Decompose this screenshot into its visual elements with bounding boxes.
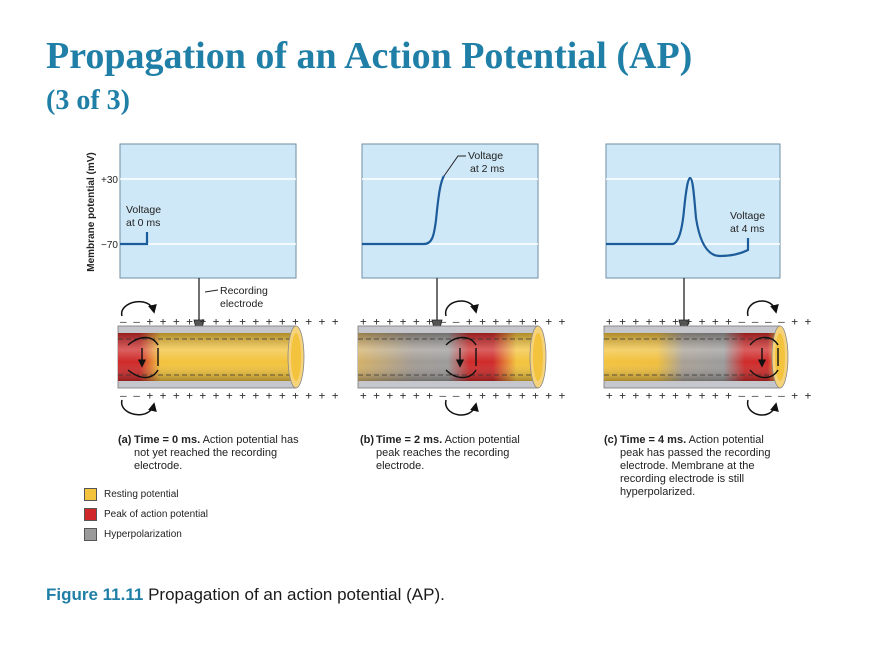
panel-c-letter: (c) xyxy=(604,434,618,446)
panel-a-heading: Time = 0 ms. xyxy=(134,434,201,446)
bottom-charges-b: + + + + + + — — + + + + + + + + xyxy=(360,389,566,402)
outer-current-top-a xyxy=(121,300,157,317)
voltage-label-b: Voltage at 2 ms xyxy=(468,150,506,175)
graph-a-background xyxy=(119,143,297,279)
panel-a-letter: (a) xyxy=(118,434,132,446)
legend-item-hyperpolarization: Hyperpolarization xyxy=(84,524,208,544)
panel-b-heading: Time = 2 ms. xyxy=(376,434,443,446)
panel-b-letter: (b) xyxy=(360,434,375,446)
panel-a-description: (a)Time = 0 ms. Action potential has not… xyxy=(118,434,323,473)
axon-end-inner-a xyxy=(291,333,301,381)
legend-label-peak: Peak of action potential xyxy=(104,508,208,520)
panel-a-desc-first: Action potential has xyxy=(202,434,299,446)
panel-b-description: (b)Time = 2 ms. Action potential peak re… xyxy=(360,434,565,473)
panel-c-description: (c)Time = 4 ms. Action potential peak ha… xyxy=(604,434,809,499)
panel-c-heading: Time = 4 ms. xyxy=(620,434,687,446)
figure-caption: Figure 11.11 Propagation of an action po… xyxy=(46,585,445,605)
panel-c-desc-first: Action potential xyxy=(688,434,764,446)
panel-b-desc-line: electrode. xyxy=(376,460,425,472)
voltage-trace-b xyxy=(362,175,445,246)
voltage-trace-a xyxy=(120,232,149,246)
axon-shading-a xyxy=(118,333,296,381)
outer-current-top-c xyxy=(747,300,779,317)
y-axis-label: Membrane potential (mV) xyxy=(86,152,97,271)
outer-current-top-b xyxy=(445,300,479,317)
axon-end-inner-c xyxy=(775,333,785,381)
electrode-label-pointer xyxy=(204,289,219,293)
local-current-arrows-c xyxy=(749,336,779,379)
slide-subtitle: (3 of 3) xyxy=(46,85,130,116)
y-tick-minus70: −70 xyxy=(101,240,118,251)
bottom-charges-c: + + + + + + + + + + — — — — + + xyxy=(606,389,812,402)
outer-current-bottom-b xyxy=(445,399,479,416)
panel-b: Voltage at 2 ms + + + + + + — — + + + + … xyxy=(357,143,566,416)
legend-label-hyperpolarization: Hyperpolarization xyxy=(104,528,182,540)
axon-shading-b xyxy=(358,333,538,381)
legend-swatch-hyperpolarization xyxy=(84,527,97,541)
outer-current-bottom-a xyxy=(121,399,157,416)
figure-number: Figure 11.11 xyxy=(46,585,144,604)
panel-a: Voltage at 0 ms Recording electrode — — … xyxy=(117,143,339,416)
outer-current-bottom-c xyxy=(747,399,779,416)
legend-swatch-resting xyxy=(84,487,97,501)
top-charges-b: + + + + + + — — + + + + + + + + xyxy=(360,315,566,328)
panel-c-desc-line: recording electrode is still xyxy=(620,473,745,485)
panel-c-desc-line: electrode. Membrane at the xyxy=(620,460,755,472)
legend-label-resting: Resting potential xyxy=(104,488,179,500)
caption-text: Propagation of an action potential (AP). xyxy=(148,585,445,604)
panel-b-desc-first: Action potential xyxy=(444,434,520,446)
voltage-label-a: Voltage at 0 ms xyxy=(126,204,164,229)
y-tick-plus30: +30 xyxy=(101,175,118,186)
legend-item-resting: Resting potential xyxy=(84,484,208,504)
local-current-arrows-b xyxy=(445,336,477,379)
top-charges-a: — — + + + + + + + + + + + + + + + xyxy=(120,315,339,328)
voltage-label-pointer-b xyxy=(443,155,466,177)
graph-b-background xyxy=(361,143,539,279)
top-charges-c: + + + + + + + + + + — — — — + + xyxy=(606,315,812,328)
legend-item-peak: Peak of action potential xyxy=(84,504,208,524)
voltage-label-c: Voltage at 4 ms xyxy=(730,210,768,235)
voltage-trace-c xyxy=(606,176,750,258)
panel-b-desc-line: peak reaches the recording xyxy=(376,447,510,459)
panel-c-desc-line: hyperpolarized. xyxy=(620,486,696,498)
bottom-charges-a: — — + + + + + + + + + + + + + + + xyxy=(120,389,339,402)
panel-a-desc-line: electrode. xyxy=(134,460,183,472)
recording-electrode-label: Recording electrode xyxy=(220,285,271,310)
slide-title: Propagation of an Action Potential (AP) xyxy=(46,35,693,77)
panel-c-desc-line: peak has passed the recording xyxy=(620,447,771,459)
graph-c-background xyxy=(605,143,781,279)
axon-end-inner-b xyxy=(533,333,543,381)
panel-a-desc-line: not yet reached the recording xyxy=(134,447,278,459)
panel-c: Voltage at 4 ms + + + + + + + + + + — — … xyxy=(603,143,812,416)
local-current-arrows-a xyxy=(127,336,159,379)
legend: Resting potential Peak of action potenti… xyxy=(84,484,208,544)
axon-shading-c xyxy=(604,333,780,381)
legend-swatch-peak xyxy=(84,507,97,521)
